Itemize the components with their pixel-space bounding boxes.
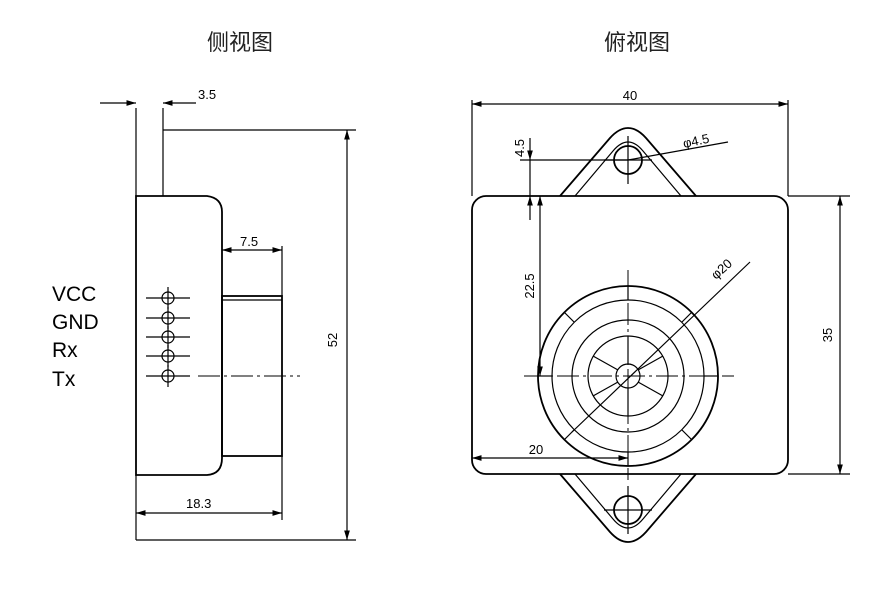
dim-width: 40: [623, 88, 637, 103]
dim-mount-offset: 4.5: [512, 139, 527, 157]
dim-height: 52: [325, 333, 340, 347]
dim-top-offset: 3.5: [198, 87, 216, 102]
bottom-flange: [559, 473, 697, 543]
top-view-title: 俯视图: [604, 31, 670, 56]
dim-center-offset: 22.5: [522, 273, 537, 298]
dim-height-top: 35: [820, 328, 835, 342]
side-view: 侧视图 VCC GND Rx Tx: [52, 31, 356, 541]
mounting-tab: [135, 108, 164, 196]
side-body: [135, 195, 223, 476]
top-view: 俯视图: [471, 31, 850, 543]
pin-label-rx: Rx: [52, 339, 78, 362]
pin-label-tx: Tx: [52, 368, 76, 391]
dim-transducer-diameter: φ20: [708, 256, 735, 282]
pin-label-gnd: GND: [52, 311, 99, 334]
dim-transducer-length: 7.5: [240, 234, 258, 249]
pin-connectors: [146, 287, 190, 387]
dim-center-x: 20: [529, 442, 543, 457]
top-flange: [559, 127, 697, 197]
pin-label-vcc: VCC: [52, 283, 96, 306]
dim-depth: 18.3: [186, 496, 211, 511]
top-body: [471, 195, 789, 475]
dim-hole-diameter: φ4.5: [682, 131, 711, 151]
side-view-title: 侧视图: [207, 31, 273, 56]
